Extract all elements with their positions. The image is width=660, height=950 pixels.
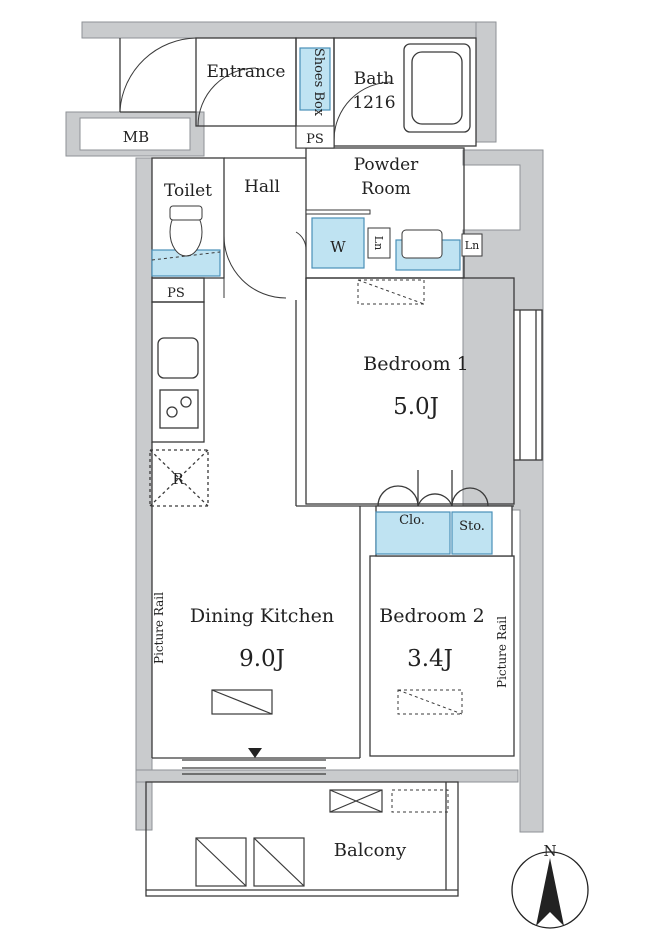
- storage-label: Sto.: [459, 519, 485, 534]
- closet-fill: [375, 511, 451, 555]
- refrigerator-label: R: [172, 470, 184, 488]
- bedroom1-label: Bedroom 1: [363, 353, 468, 375]
- powder-room-label-2: Room: [361, 179, 410, 199]
- hall-label: Hall: [244, 177, 280, 197]
- shoes-box-fill: [299, 47, 331, 111]
- dashed-items: [151, 251, 463, 813]
- doors: [119, 37, 393, 299]
- linen-label-1: Ln: [372, 236, 385, 250]
- mb-label: MB: [123, 128, 149, 146]
- fixtures: [151, 47, 493, 555]
- fixture-details: [169, 125, 483, 259]
- shoes-box-label: Shoes Box: [311, 48, 326, 117]
- bath-label: Bath: [354, 69, 394, 89]
- washer-label: W: [330, 238, 346, 256]
- toilet-label: Toilet: [164, 181, 212, 201]
- linen-label-2: Ln: [465, 239, 479, 252]
- dining-kitchen-size-label: 9.0J: [239, 646, 285, 672]
- main-entry-arrow-icon: [248, 748, 262, 758]
- bedroom2-label: Bedroom 2: [379, 605, 484, 627]
- picture-rail-right-label: Picture Rail: [495, 616, 509, 688]
- ps-entrance-label: PS: [306, 132, 324, 147]
- north-arrow-icon: [536, 858, 564, 926]
- bath-size-label: 1216: [352, 93, 395, 113]
- washer-fill: [311, 217, 365, 269]
- outdoor-units: [195, 689, 383, 887]
- north-compass: N: [511, 842, 589, 929]
- picture-rail-left-label: Picture Rail: [152, 592, 166, 664]
- bedroom2-size-label: 3.4J: [407, 646, 453, 672]
- bedroom1-size-label: 5.0J: [393, 394, 439, 420]
- powder-room-label-1: Powder: [354, 155, 419, 175]
- ps-toilet-label: PS: [167, 286, 185, 301]
- storage-fill: [451, 511, 493, 555]
- north-label: N: [543, 842, 556, 860]
- balcony-label: Balcony: [334, 840, 407, 861]
- closet-label: Clo.: [399, 513, 425, 528]
- dining-kitchen-label: Dining Kitchen: [190, 605, 334, 627]
- entrance-label: Entrance: [207, 62, 286, 82]
